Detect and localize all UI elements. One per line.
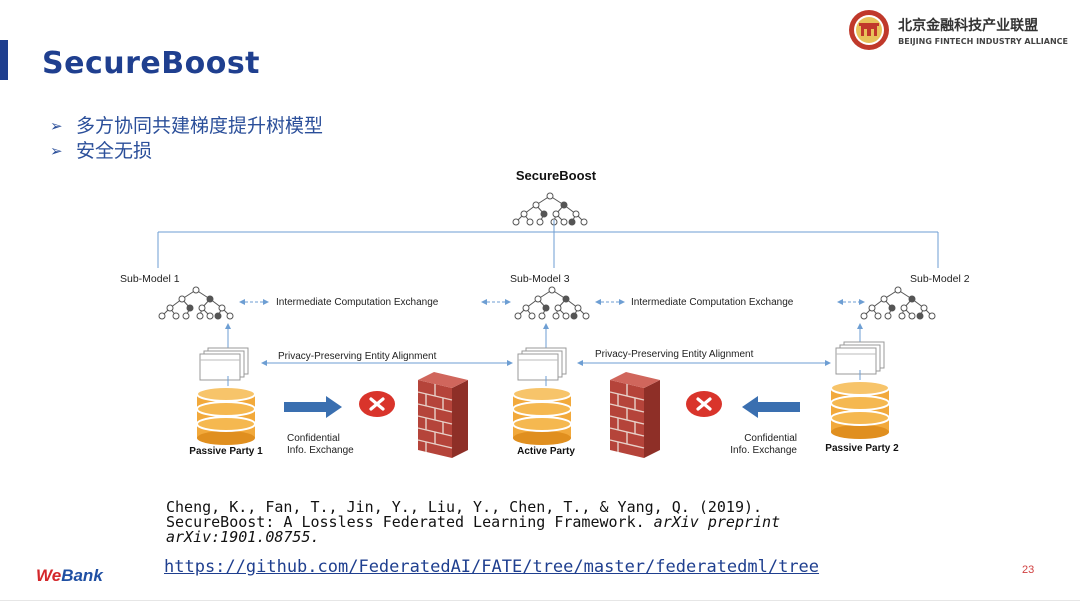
confidential-right-line2: Info. Exchange [730, 445, 797, 456]
bullet-list: ➢ 多方协同共建梯度提升树模型 ➢ 安全无损 [50, 114, 323, 164]
submodel-2-tree-icon [860, 286, 936, 320]
confidential-left-line2: Info. Exchange [287, 445, 354, 456]
exchange-label-left: Intermediate Computation Exchange [276, 297, 439, 308]
webank-logo: WeBank [36, 566, 103, 586]
page-number: 23 [1022, 564, 1035, 576]
passive-party-2-label: Passive Party 2 [825, 443, 899, 454]
arrow-left-icon [742, 396, 800, 418]
webank-logo-we: We [36, 566, 62, 585]
party-1-data-icon [199, 347, 249, 381]
firewall-icon-right [609, 371, 661, 459]
citation-title: SecureBoost: A Lossless Federated Learni… [166, 513, 654, 531]
github-link[interactable]: https://github.com/FederatedAI/FATE/tree… [164, 557, 820, 577]
slide-title: SecureBoost [42, 46, 261, 81]
citation: Cheng, K., Fan, T., Jin, Y., Liu, Y., Ch… [166, 500, 846, 545]
diagram-top-title: SecureBoost [516, 168, 597, 183]
footer-divider [0, 600, 1080, 601]
alignment-label-right: Privacy-Preserving Entity Alignment [595, 349, 754, 360]
firewall-icon-left [417, 371, 469, 459]
bullet-item: ➢ 安全无损 [50, 139, 323, 164]
arrow-right-icon [284, 396, 342, 418]
blocked-cross-icon-right [684, 389, 724, 419]
confidential-right-line1: Confidential [744, 433, 797, 444]
bullet-arrow-icon: ➢ [50, 142, 63, 160]
alliance-logo: 北京金融科技产业联盟 BEIJING FINTECH INDUSTRY ALLI… [848, 8, 1068, 52]
bullet-item: ➢ 多方协同共建梯度提升树模型 [50, 114, 323, 139]
submodel-3-label: Sub-Model 3 [510, 273, 570, 285]
exchange-label-right: Intermediate Computation Exchange [631, 297, 794, 308]
active-party-label: Active Party [517, 446, 575, 457]
bullet-arrow-icon: ➢ [50, 117, 63, 135]
blocked-cross-icon-left [357, 389, 397, 419]
citation-line-1: Cheng, K., Fan, T., Jin, Y., Liu, Y., Ch… [166, 498, 763, 516]
submodel-1-tree-icon [158, 286, 234, 320]
passive-party-2-database-icon [830, 380, 890, 440]
title-accent-bar [0, 40, 8, 80]
active-party-data-icon [517, 347, 567, 381]
citation-venue: arXiv preprint [653, 513, 781, 531]
party-2-data-icon [835, 341, 885, 375]
citation-line-3: arXiv:1901.08755. [166, 528, 320, 546]
alliance-name-cn: 北京金融科技产业联盟 [898, 17, 1039, 34]
alliance-name-en: BEIJING FINTECH INDUSTRY ALLIANCE [898, 36, 1068, 46]
passive-party-1-database-icon [196, 386, 256, 446]
active-party-database-icon [512, 386, 572, 446]
submodel-1-label: Sub-Model 1 [120, 273, 180, 285]
hierarchy-lines [157, 220, 939, 268]
bullet-text: 安全无损 [76, 140, 153, 162]
alignment-label-left: Privacy-Preserving Entity Alignment [278, 351, 437, 362]
passive-party-1-label: Passive Party 1 [189, 446, 263, 457]
alliance-seal-icon [849, 10, 890, 50]
submodel-2-label: Sub-Model 2 [910, 273, 970, 285]
webank-logo-bank: Bank [61, 566, 103, 585]
global-tree-icon [512, 192, 588, 226]
bullet-text: 多方协同共建梯度提升树模型 [76, 115, 324, 137]
submodel-3-tree-icon [514, 286, 590, 320]
citation-line-2: SecureBoost: A Lossless Federated Learni… [166, 515, 846, 530]
confidential-left-line1: Confidential [287, 433, 340, 444]
